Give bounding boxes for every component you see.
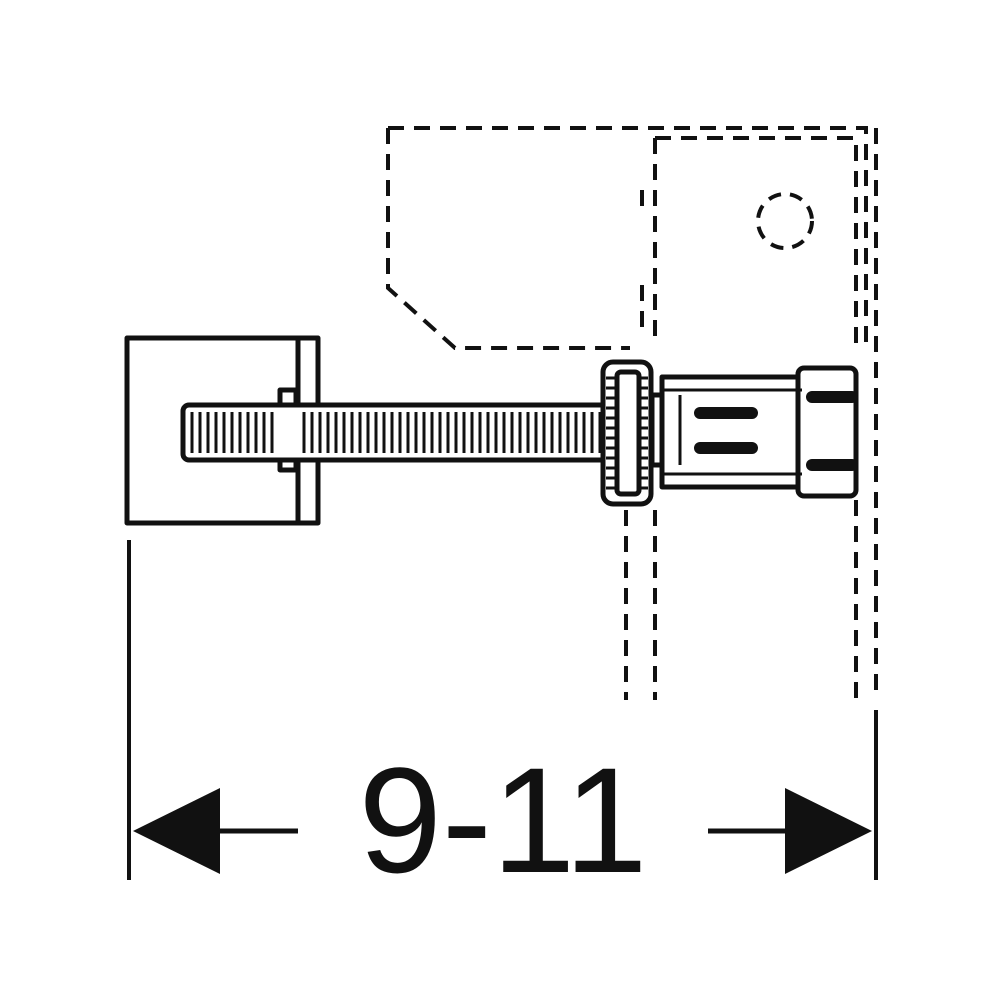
phantom-hole: [756, 192, 814, 250]
arrowhead-left-icon: [133, 788, 220, 874]
knurled-nut-inner: [614, 369, 642, 497]
phantom-bracket-outline: [388, 126, 868, 345]
sleeve-cap: [795, 365, 859, 499]
phantom-bracket-left: [386, 128, 630, 350]
dimension: [127, 540, 878, 880]
bolt-assembly: [124, 335, 859, 526]
phantom-plate-top: [655, 136, 858, 345]
sleeve-slots: [694, 391, 858, 471]
thread-hatching: [190, 412, 602, 453]
sleeve-details: [662, 388, 802, 476]
arrowhead-right-icon: [785, 788, 872, 874]
dimension-label: 9-11: [358, 736, 647, 904]
nut-knurling: [606, 376, 648, 490]
phantom-outline: [386, 126, 878, 700]
sleeve-body: [659, 374, 805, 490]
